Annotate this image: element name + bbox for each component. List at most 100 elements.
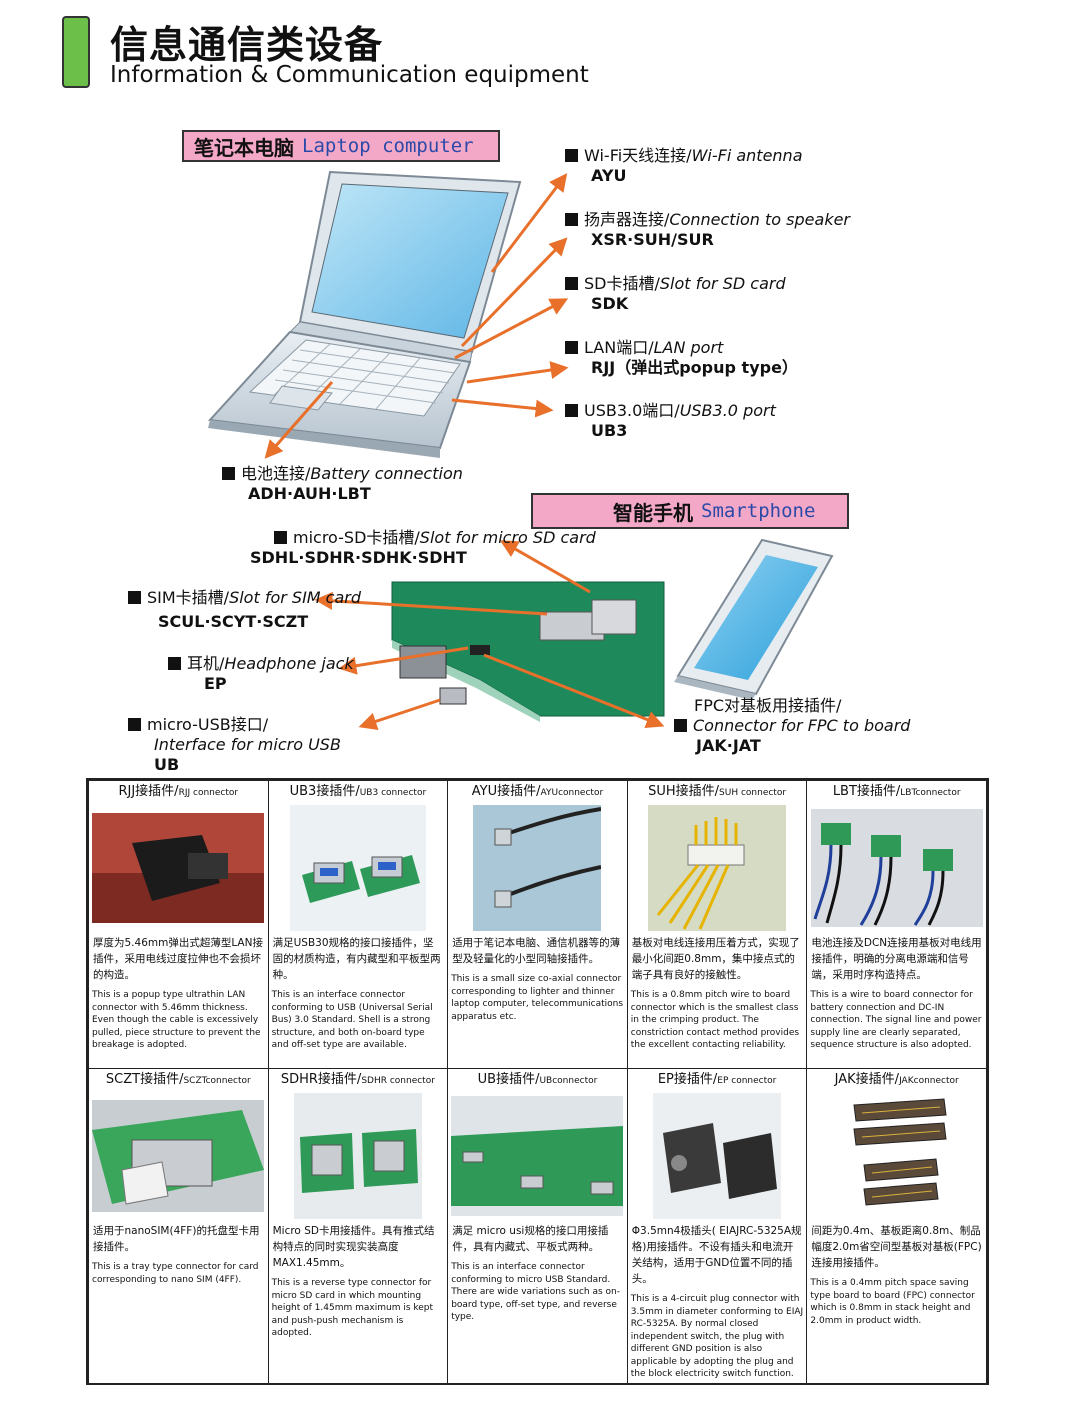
phone-title-en: Smartphone [701,500,816,522]
bullet-square-icon [565,213,578,226]
connector-cell-ub3: UB3接插件/UB3 connector 满足USB30规格的接口接插件，坚固的… [267,780,449,1069]
connector-name: AYU接插件/AYUconnector [471,784,604,799]
bullet-square-icon [128,718,141,731]
part-number: RJJ（弹出式popup type） [591,358,798,377]
connector-name: LBT接插件/LBTconnector [832,784,961,799]
bullet-square-icon [565,277,578,290]
connector-description-cn: 电池连接及DCN连接用基板对电线用接插件，明确的分离电源端和信号端，采用时序构造… [811,937,982,981]
part-number: ADH·AUH·LBT [248,484,371,503]
connector-photo-frame [89,1091,268,1221]
connector-cell-jak: JAK接插件/JAKconnector [806,1068,987,1384]
sczt-connector-photo [92,1100,265,1212]
connector-name: UB3接插件/UB3 connector [289,784,427,799]
connector-cell-sczt: SCZT接插件/SCZTconnector 适用于nanoSIM(4FF)的托盘… [88,1068,269,1384]
suh-connector-photo [648,805,787,931]
connector-name: JAK接插件/JAKconnector [834,1072,959,1087]
connector-name: SUH接插件/SUH connector [648,784,787,799]
connector-name: EP接插件/EP connector [657,1072,777,1087]
label-speaker-connection: 扬声器连接/Connection to speaker XSR·SUH/SUR [565,210,850,250]
bullet-square-icon [565,149,578,162]
label-wifi-antenna: Wi-Fi天线连接/Wi-Fi antenna AYU [565,146,803,186]
part-number: SDHL·SDHR·SDHK·SDHT [250,548,467,567]
connector-description-en: This is a 0.4mm pitch space saving type … [810,1278,975,1326]
part-number: SDK [591,294,629,313]
connector-description-en: This is a 4-circuit plug connector with … [630,1294,804,1379]
phone-title-cn: 智能手机 [613,500,693,525]
connector-description-en: This is an interface connector conformin… [271,990,433,1050]
label-sd-card-slot: SD卡插槽/Slot for SD card SDK [565,274,786,314]
connector-cell-suh: SUH接插件/SUH connector 基板对电 [626,780,808,1069]
laptop-title-en: Laptop computer [302,135,474,157]
bullet-square-icon [674,719,687,732]
connector-description-cn: Φ3.5mn4极插头( EIAJRC-5325A规格)用接插件。不设有插头和电流… [631,1225,802,1285]
connector-description-en: This is a wire to board connector for ba… [810,990,982,1050]
connector-name: SDHR接插件/SDHR connector [280,1072,435,1087]
pcb-illustration [391,581,665,722]
bullet-square-icon [565,341,578,354]
connector-photo-frame [807,803,986,933]
label-micro-usb: micro-USB接口/ Interface for micro USB UB [128,715,341,775]
connector-photo-frame [269,1091,448,1221]
bullet-square-icon [565,404,578,417]
connector-photo-frame [807,1091,986,1221]
part-number: JAK·JAT [696,736,761,755]
ep-connector-photo [653,1093,782,1219]
connector-description-cn: 间距为0.4m、基板距离0.8m、制品幅度2.0m省空间型基板对基板(FPC)连… [811,1225,982,1269]
part-number: EP [204,674,227,693]
page-title-cn: 信息通信类设备 [110,23,384,67]
label-lan-port: LAN端口/LAN port RJJ（弹出式popup type） [565,338,798,378]
label-usb3-port: USB3.0端口/USB3.0 port UB3 [565,401,776,441]
connector-photo-frame [628,1091,807,1221]
ub-connector-photo [451,1096,624,1216]
label-headphone-jack: 耳机/Headphone jack EP [168,654,354,694]
jak-connector-photo [831,1093,962,1219]
connector-name: SCZT接插件/SCZTconnector [105,1072,251,1087]
rjj-connector-photo [92,813,265,923]
connector-description-en: This is a 0.8mm pitch wire to board conn… [630,990,800,1050]
connector-description-en: This is a reverse type connector for mic… [271,1278,434,1338]
part-number: UB3 [591,421,628,440]
connector-description-cn: 满足 micro usi规格的接口用接插件，具有内藏式、平板式两种。 [452,1225,609,1253]
connector-grid: RJJ接插件/RJJ connector 厚度为5.46mm弹出式超薄型LAN接… [86,778,989,1385]
connector-description-cn: 基板对电线连接用压着方式，实现了最小化间距0.8mm，集中接点式的端子具有良好的… [631,937,800,981]
connector-description-cn: 满足USB30规格的接口接插件，坚固的材质构造，有内藏型和平板型两种。 [272,937,441,981]
ayu-connector-photo [473,805,602,931]
connector-name: RJJ接插件/RJJ connector [118,784,239,799]
sdhr-connector-photo [293,1093,422,1219]
part-number: XSR·SUH/SUR [591,230,714,249]
connector-cell-lbt: LBT接插件/LBTconnector [806,780,987,1069]
lbt-connector-photo [810,809,983,927]
bullet-square-icon [128,591,141,604]
title-accent-bar [62,16,90,88]
connector-photo-frame [448,1091,627,1221]
page-title-en: Information & Communication equipment [110,62,589,88]
connector-description-cn: 适用于nanoSIM(4FF)的托盘型卡用接插件。 [93,1225,260,1253]
bullet-square-icon [222,467,235,480]
connector-cell-sdhr: SDHR接插件/SDHR connector Micro SD卡用接插件。具有推… [267,1068,449,1384]
label-micro-sd-slot: micro-SD卡插槽/Slot for micro SD card SDHL·… [250,528,596,567]
laptop-illustration [207,170,522,458]
connector-description-en: This is a popup type ultrathin LAN conne… [92,990,261,1050]
connector-cell-ub: UB接插件/UBconnector 满足 micro usi规格的接口用接插件，… [447,1068,628,1384]
bullet-square-icon [274,531,287,544]
connector-photo-frame [628,803,807,933]
connector-description-cn: 厚度为5.46mm弹出式超薄型LAN接插件，采用电线过度拉伸也不会损坏的构造。 [93,937,263,981]
laptop-title-cn: 笔记本电脑 [194,135,294,160]
connector-description-cn: Micro SD卡用接插件。具有推式结构特点的同时实现实装高度MAX1.45mm… [272,1225,435,1269]
connector-description-en: This is an interface connector conformin… [451,1262,620,1322]
smartphone-illustration [674,538,834,700]
connector-photo-frame [448,803,627,933]
label-battery-connection: 电池连接/Battery connection ADH·AUH·LBT [222,464,463,504]
connector-description-en: This is a small size co-axial connector … [451,974,624,1022]
connector-cell-ep: EP接插件/EP connector Φ3.5mn4极插头( EIAJRC-53… [626,1068,808,1384]
connector-description-cn: 适用于笔记本电脑、通信机器等的薄型及轻量化的小型同轴接插件。 [452,937,621,965]
bullet-square-icon [168,657,181,670]
part-number: AYU [591,166,627,185]
application-illustration [207,170,834,730]
connector-description-en: This is a tray type connector for card c… [92,1262,259,1285]
connector-photo-frame [89,803,268,933]
label-sim-slot: SIM卡插槽/Slot for SIM card SCUL·SCYT·SCZT [128,588,361,632]
connector-cell-rjj: RJJ接插件/RJJ connector 厚度为5.46mm弹出式超薄型LAN接… [88,780,269,1069]
label-fpc-to-board: FPC对基板用接插件/ Connector for FPC to board J… [674,696,910,756]
connector-photo-frame [269,803,448,933]
